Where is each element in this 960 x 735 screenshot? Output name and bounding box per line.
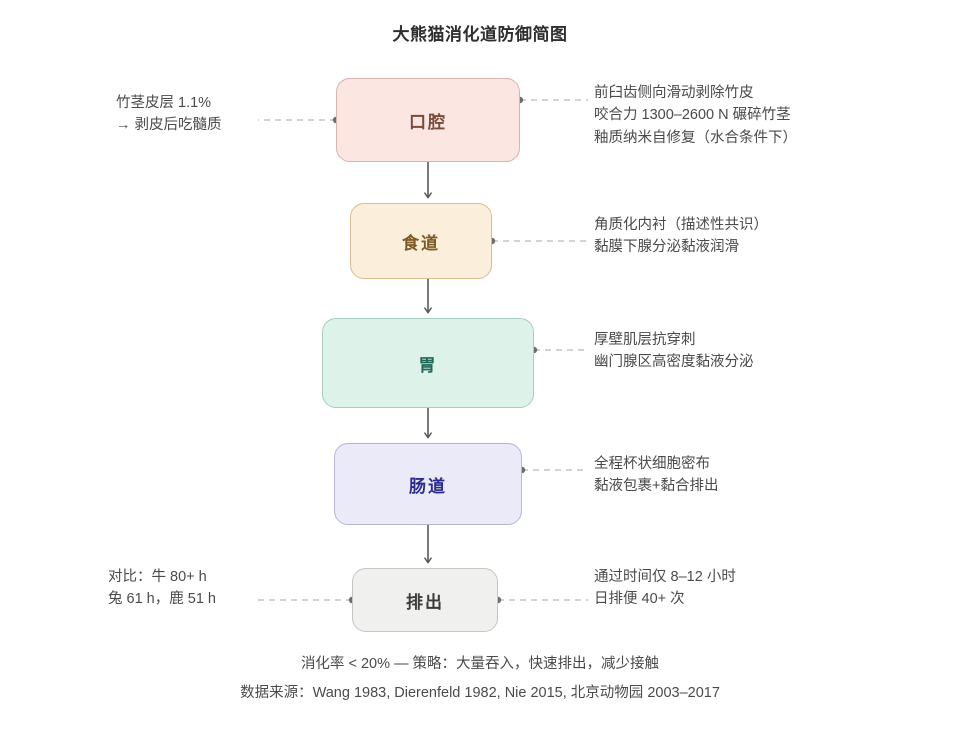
footer-strategy-note: 消化率 < 20% — 策略：大量吞入，快速排出，减少接触 xyxy=(300,656,660,672)
annotation-mouth-right: 前臼齿侧向滑动剥除竹皮 咬合力 1300–2600 N 碾碎竹茎 釉质纳米自修复… xyxy=(594,85,797,146)
flow-node-mouth[interactable]: 口腔 xyxy=(336,78,520,162)
annotation-stomach-right: 厚壁肌层抗穿刺 幽门腺区高密度黏液分泌 xyxy=(594,332,754,371)
flow-node-stomach-label: 胃 xyxy=(418,355,438,375)
flow-node-excrete[interactable]: 排出 xyxy=(352,568,498,632)
annotation-excrete-right: 通过时间仅 8–12 小时 日排便 40+ 次 xyxy=(594,569,736,608)
annotation-excrete-left: 对比：牛 80+ h 兔 61 h，鹿 51 h xyxy=(108,569,216,608)
annotation-mouth-left: 竹茎皮层 1.1% → 剥皮后吃髓质 xyxy=(116,95,222,134)
flow-node-intestine-label: 肠道 xyxy=(409,476,447,496)
flow-node-stomach[interactable]: 胃 xyxy=(322,318,534,408)
annotation-intestine-right: 全程杯状细胞密布 黏液包裹+黏合排出 xyxy=(594,456,719,495)
flow-node-esophagus[interactable]: 食道 xyxy=(350,203,492,279)
footer-sources-note: 数据来源：Wang 1983, Dierenfeld 1982, Nie 201… xyxy=(240,685,720,701)
page-title: 大熊猫消化道防御简图 xyxy=(392,25,568,44)
flow-node-esophagus-label: 食道 xyxy=(402,233,440,253)
flow-node-excrete-label: 排出 xyxy=(406,592,444,612)
flow-node-intestine[interactable]: 肠道 xyxy=(334,443,522,525)
flow-node-mouth-label: 口腔 xyxy=(409,112,447,132)
annotation-esophagus-right: 角质化内衬（描述性共识） 黏膜下腺分泌黏液润滑 xyxy=(594,217,768,256)
